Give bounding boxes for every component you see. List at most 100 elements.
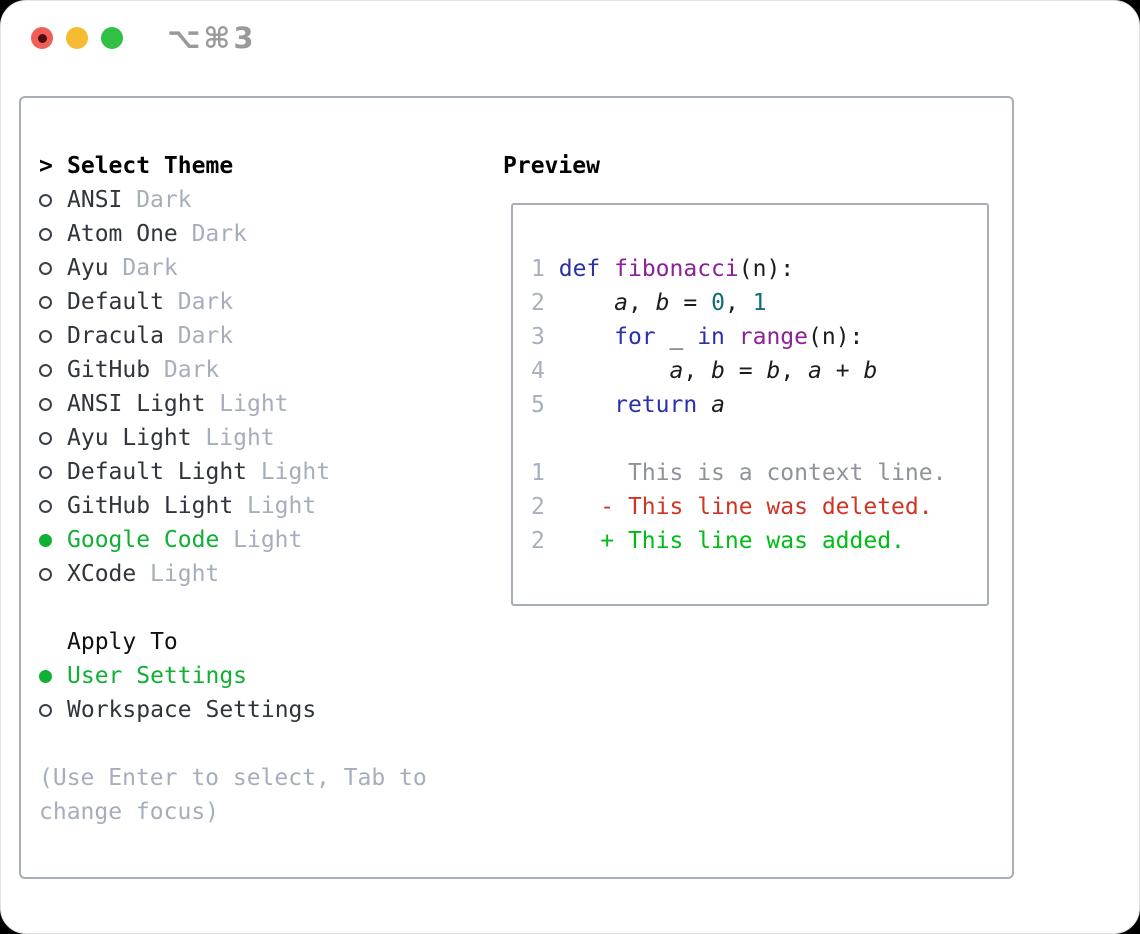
code-token: =: [724, 358, 767, 384]
radio-icon: [39, 193, 52, 207]
line-number: 4: [531, 358, 545, 384]
option-label: Ayu: [67, 255, 109, 281]
line-number: 5: [531, 392, 545, 418]
code-token: [559, 460, 628, 486]
theme-option[interactable]: Default Dark: [39, 285, 427, 319]
theme-option[interactable]: Ayu Dark: [39, 251, 427, 285]
line-number: 2: [531, 494, 545, 520]
code-line: 3 for _ in range(n):: [531, 320, 946, 354]
theme-variant-badge: Dark: [136, 187, 192, 213]
code-token: 0: [711, 290, 725, 316]
apply-to-option[interactable]: User Settings: [39, 659, 427, 693]
window-shortcut-label: ⌥⌘3: [167, 21, 257, 55]
code-token: [600, 256, 614, 282]
theme-variant-badge: Light: [233, 527, 303, 553]
radio-selected-icon: [39, 669, 52, 683]
radio-icon: [39, 329, 52, 343]
code-token: ,: [627, 290, 656, 316]
titlebar: ⌥⌘3: [1, 1, 1139, 76]
radio-icon: [39, 261, 52, 275]
close-dot-icon: [37, 33, 47, 43]
option-label: User Settings: [67, 663, 248, 689]
apply-to-option[interactable]: Workspace Settings: [39, 693, 427, 727]
code-token: def: [558, 256, 601, 282]
code-token: + This line was added.: [600, 528, 905, 554]
theme-variant-badge: Light: [219, 391, 289, 417]
code-token: ,: [683, 358, 712, 384]
radio-icon: [39, 703, 52, 717]
line-number: 1: [531, 460, 545, 486]
code-token: [559, 528, 601, 554]
theme-option[interactable]: Google Code Light: [39, 523, 427, 557]
code-line: 2 - This line was deleted.: [531, 490, 946, 524]
theme-variant-badge: Light: [150, 561, 220, 587]
theme-option[interactable]: ANSI Light Light: [39, 387, 427, 421]
option-label: Atom One: [67, 221, 178, 247]
option-label: Dracula: [67, 323, 164, 349]
code-token: fibonacci: [614, 256, 739, 282]
line-number: 2: [531, 528, 545, 554]
radio-icon: [39, 431, 52, 445]
code-token: a: [808, 358, 822, 384]
code-token: This is a context line.: [627, 460, 947, 486]
option-label: Default: [67, 289, 164, 315]
code-preview: 1 def fibonacci(n): 2 a, b = 0, 1 3 for _ …: [531, 252, 946, 558]
code-token: b: [711, 358, 725, 384]
radio-icon: [39, 227, 52, 241]
code-line: 5 return a: [531, 388, 946, 422]
theme-option[interactable]: Atom One Dark: [39, 217, 427, 251]
minimize-button[interactable]: [66, 27, 88, 49]
code-token: for: [614, 324, 656, 350]
line-number: 3: [531, 324, 545, 350]
code-line: 4 a, b = b, a + b: [531, 354, 946, 388]
code-token: [559, 358, 670, 384]
code-token: [559, 324, 614, 350]
theme-variant-badge: Dark: [163, 357, 220, 383]
code-token: b: [766, 358, 781, 384]
code-token: +: [821, 358, 864, 384]
radio-icon: [39, 465, 52, 479]
code-token: ,: [724, 290, 753, 316]
code-token: (n):: [808, 324, 864, 350]
radio-icon: [39, 499, 52, 513]
code-token: [697, 392, 711, 418]
code-line: [531, 422, 946, 456]
spacer: [39, 727, 427, 761]
select-theme-label: Select Theme: [67, 153, 234, 179]
theme-option[interactable]: Ayu Light Light: [39, 421, 427, 455]
apply-to-header: Apply To: [39, 625, 427, 659]
zoom-button[interactable]: [101, 27, 123, 49]
code-token: b: [655, 290, 670, 316]
theme-variant-badge: Dark: [191, 221, 247, 247]
theme-variant-badge: Light: [205, 425, 275, 451]
code-token: return: [614, 392, 698, 418]
code-line: 1 def fibonacci(n):: [531, 252, 946, 286]
select-theme-header: > Select Theme: [39, 149, 427, 183]
code-token: _: [655, 324, 698, 350]
preview-box: 1 def fibonacci(n): 2 a, b = 0, 1 3 for _ …: [511, 203, 989, 606]
code-token: (n):: [738, 256, 795, 282]
code-token: a: [711, 392, 725, 418]
theme-variant-badge: Light: [246, 493, 317, 519]
theme-variant-badge: Light: [260, 459, 331, 485]
focus-caret-icon: >: [39, 153, 53, 179]
option-label: Ayu Light: [67, 425, 192, 451]
option-label: ANSI Light: [67, 391, 206, 417]
close-button[interactable]: [31, 27, 53, 49]
theme-variant-badge: Dark: [177, 289, 234, 315]
option-label: Workspace Settings: [67, 697, 317, 723]
code-token: [559, 494, 601, 520]
code-token: a: [669, 358, 684, 384]
option-label: Google Code: [67, 527, 220, 553]
theme-variant-badge: Dark: [122, 255, 178, 281]
